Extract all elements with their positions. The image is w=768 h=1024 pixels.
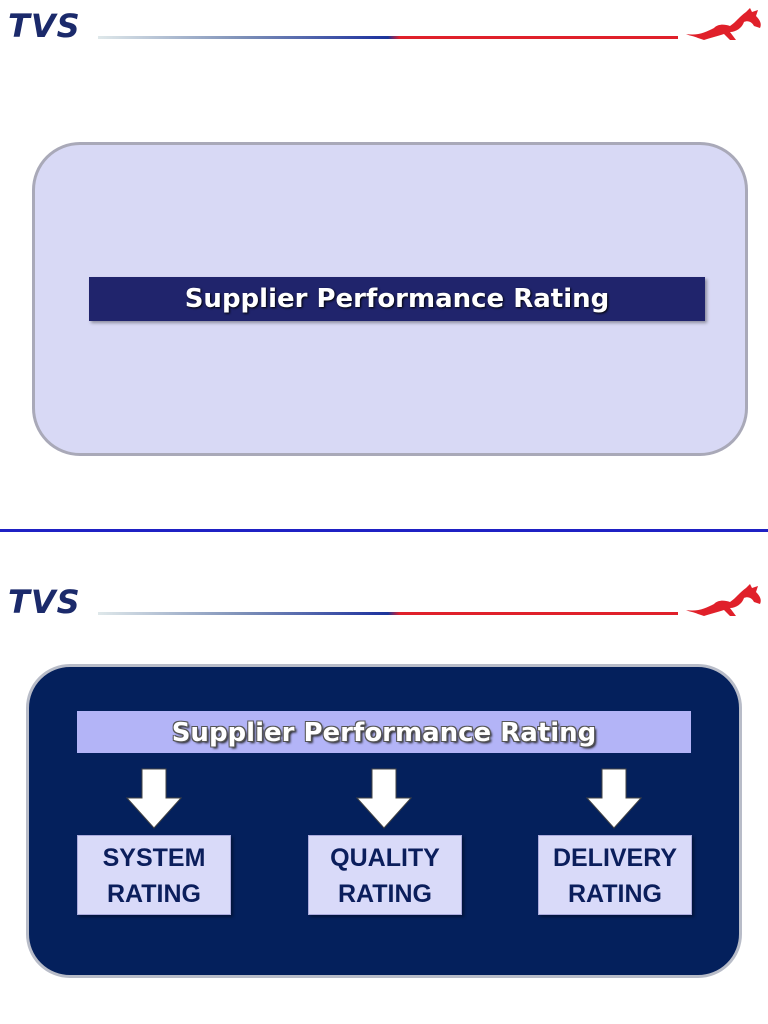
box-label-line1: QUALITY <box>330 844 440 872</box>
slide-divider <box>0 529 768 532</box>
header-rule <box>98 612 678 615</box>
quality-rating-box: QUALITY RATING <box>308 835 462 915</box>
delivery-rating-box: DELIVERY RATING <box>538 835 692 915</box>
slide-2: TVS Supplier Performance Rating SYSTEM R… <box>0 532 768 1024</box>
box-label-line2: RATING <box>338 880 432 908</box>
arrow-down-icon <box>355 768 413 829</box>
horse-icon <box>686 8 761 40</box>
header-rule <box>98 36 678 39</box>
box-label-line1: SYSTEM <box>102 844 206 872</box>
tvs-logo: TVS <box>8 7 81 45</box>
box-label-line1: DELIVERY <box>552 844 678 872</box>
box-label-line2: RATING <box>568 880 662 908</box>
system-rating-box: SYSTEM RATING <box>77 835 231 915</box>
box-label-line2: RATING <box>107 880 201 908</box>
slide-1: TVS Supplier Performance Rating <box>8 7 761 456</box>
arrow-down-icon <box>125 768 183 829</box>
slide-title: Supplier Performance Rating <box>89 277 705 321</box>
arrow-down-icon <box>585 768 643 829</box>
tvs-logo: TVS <box>8 583 81 621</box>
horse-icon <box>686 584 761 616</box>
diagram-title: Supplier Performance Rating <box>77 711 691 753</box>
